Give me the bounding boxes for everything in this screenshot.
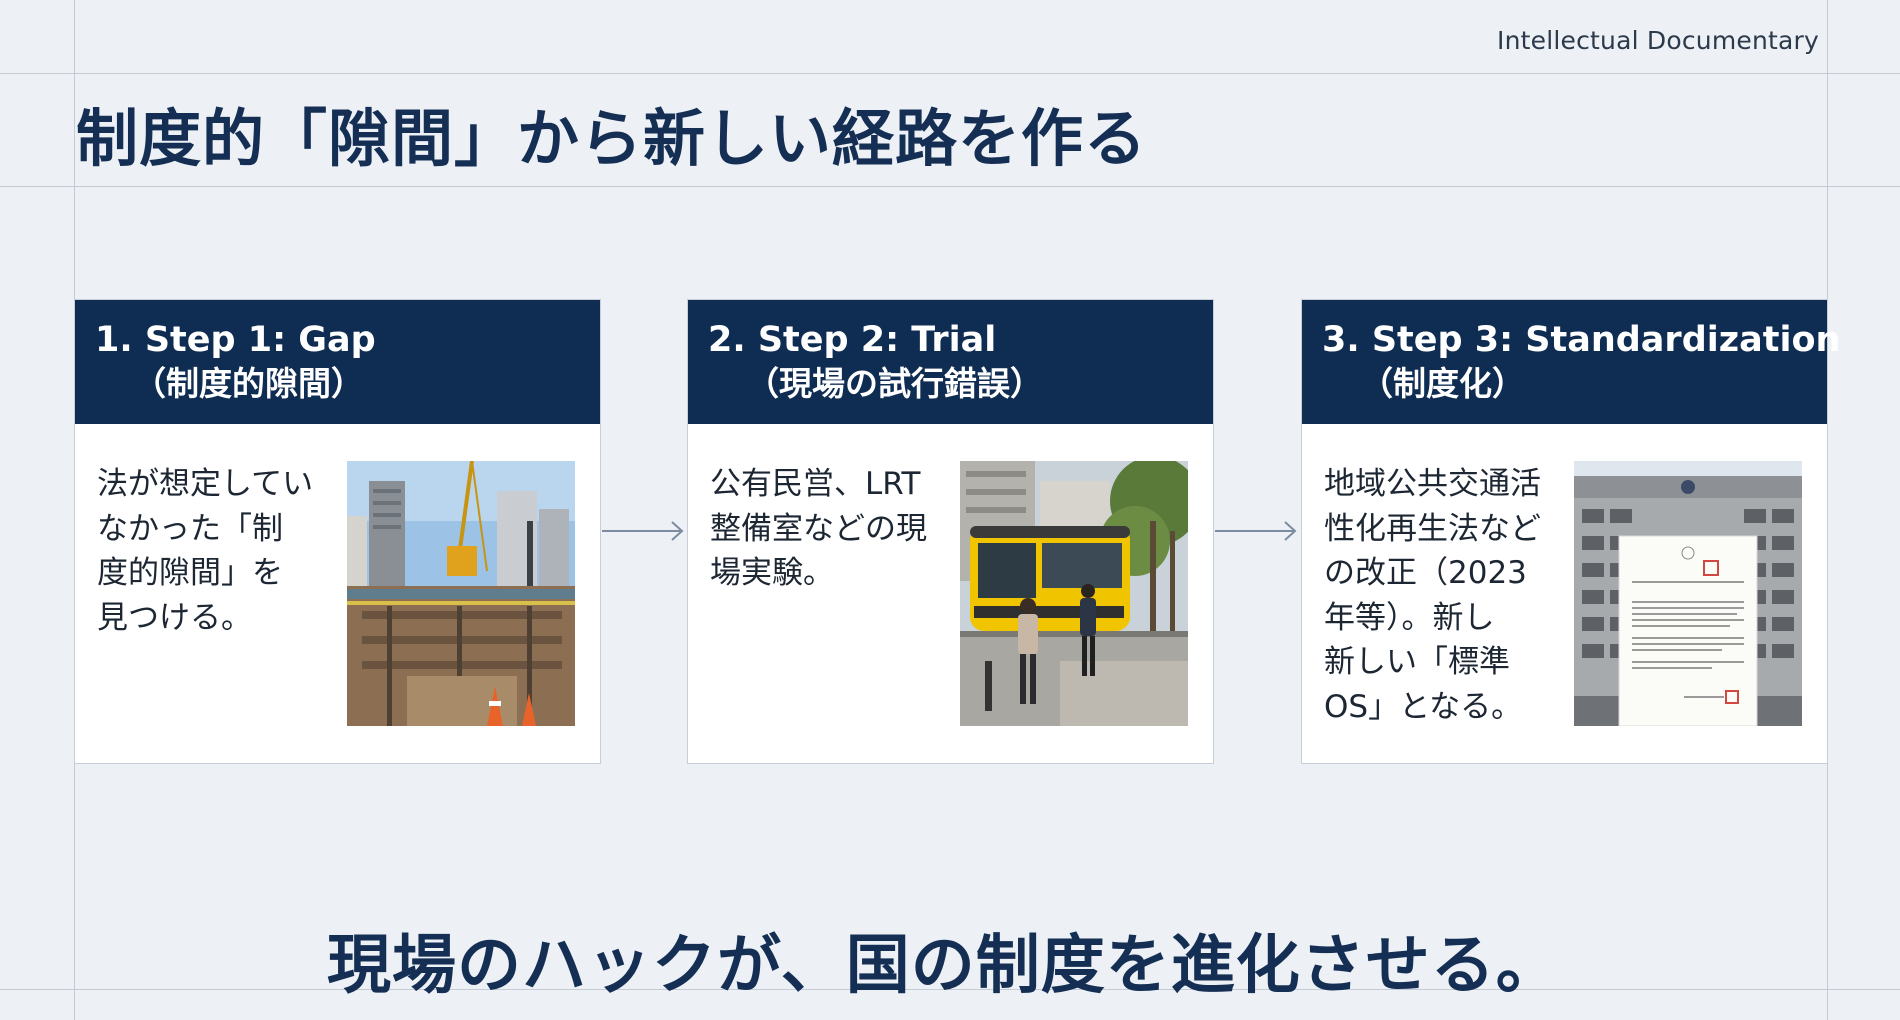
step-subtitle: （制度化） [1360,364,1525,403]
step-description: 法が想定してい なかった「制 度的隙間」を 見つける。 [97,462,313,640]
guide-line-top [0,73,1900,74]
step-description-line: 新しい「標準 [1324,644,1510,680]
step-description-line: の改正（2023 [1324,555,1527,591]
step-title: 3. Step 3: Standardization [1322,320,1841,360]
construction-site-photo [347,461,575,726]
step-description-line: 場実験。 [710,555,834,591]
step-subtitle: （制度的隙間） [133,364,364,403]
step-description-line: 公有民営、LRT [710,466,921,502]
step-description-line: なかった「制 [97,510,283,547]
tagline: 現場のハックが、国の制度を進化させる。 [327,929,1561,1003]
tram-photo [960,461,1188,726]
step-card-header: 3. Step 3: Standardization （制度化） [1302,300,1841,424]
arrow-right-icon [602,521,684,541]
guide-line-title [0,186,1900,187]
step-description-line: 整備室などの現 [710,510,927,547]
step-description-line: 法が想定してい [97,466,314,502]
step-card-header: 1. Step 1: Gap （制度的隙間） [75,300,600,424]
step-card-standardization: 3. Step 3: Standardization （制度化） 地域公共交通活… [1301,299,1841,764]
step-description: 地域公共交通活 性化再生法など の改正（2023 年等）。新し 新しい「標準 O… [1324,462,1541,729]
step-title: 2. Step 2: Trial [708,320,997,360]
step-card-trial: 2. Step 2: Trial （現場の試行錯誤） 公有民営、LRT 整備室な… [687,299,1214,764]
step-description: 公有民営、LRT 整備室などの現 場実験。 [710,462,927,596]
page-title: 制度的「隙間」から新しい経路を作る [76,102,1148,175]
step-description-line: 度的隙間」を [97,555,283,591]
government-document-photo [1574,461,1802,726]
step-description-line: 性化再生法など [1324,510,1541,547]
step-description-line: 見つける。 [97,599,252,636]
step-description-line: OS」となる。 [1324,688,1523,725]
step-card-header: 2. Step 2: Trial （現場の試行錯誤） [688,300,1213,424]
brand-label: Intellectual Documentary [1497,26,1819,55]
step-title: 1. Step 1: Gap [95,320,376,360]
step-description-line: 年等）。新し [1324,599,1495,636]
step-description-line: 地域公共交通活 [1324,466,1541,502]
arrow-right-icon [1215,521,1297,541]
step-subtitle: （現場の試行錯誤） [746,364,1043,403]
step-card-gap: 1. Step 1: Gap （制度的隙間） 法が想定してい なかった「制 度的… [74,299,601,764]
guide-line-bottom [0,989,1900,990]
